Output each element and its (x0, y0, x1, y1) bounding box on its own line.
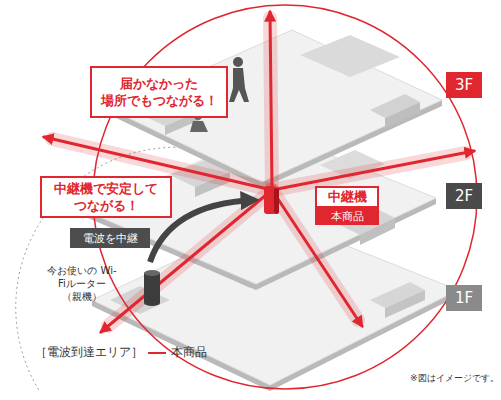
callout-text: 届かなかった 場所でもつながる！ (96, 75, 222, 109)
relay-tag: 電波を中継 (70, 228, 150, 248)
floor-text: 3F (455, 76, 473, 94)
callout-box: 届かなかった 場所でもつながる！ (90, 66, 228, 118)
floor-text: 1F (455, 289, 473, 307)
legend-row: ［電波到達エリア］ 本商品 (35, 344, 207, 361)
callout-text: 中継機で安定して つながる！ (46, 180, 166, 214)
repeater-device (262, 184, 282, 218)
floor-label: 3F (446, 72, 482, 98)
floor-label: 2F (446, 183, 482, 209)
area-heading: ［電波到達エリア］ (35, 344, 143, 361)
disclaimer-note: ※図はイメージです。 (410, 372, 499, 385)
router-node: 今お使いの Wi-Fiルーター （親機） (42, 262, 170, 312)
floor-label: 1F (446, 285, 482, 311)
relay-text: 電波を中継 (83, 231, 138, 246)
router-device (142, 268, 164, 308)
product-tag: 本商品 (315, 208, 379, 225)
legend-line (148, 352, 166, 354)
floor-text: 2F (455, 187, 473, 205)
relay-arrow (150, 200, 254, 262)
callout-box: 中継機で安定して つながる！ (40, 176, 172, 218)
repeater-label: 中継機 (315, 186, 379, 208)
router-label: 今お使いの Wi-Fiルーター （親機） (42, 264, 122, 303)
legend-text: 本商品 (171, 344, 207, 361)
signal-arrows (44, 12, 474, 332)
repeater-node: 中継機本商品 (258, 172, 380, 228)
